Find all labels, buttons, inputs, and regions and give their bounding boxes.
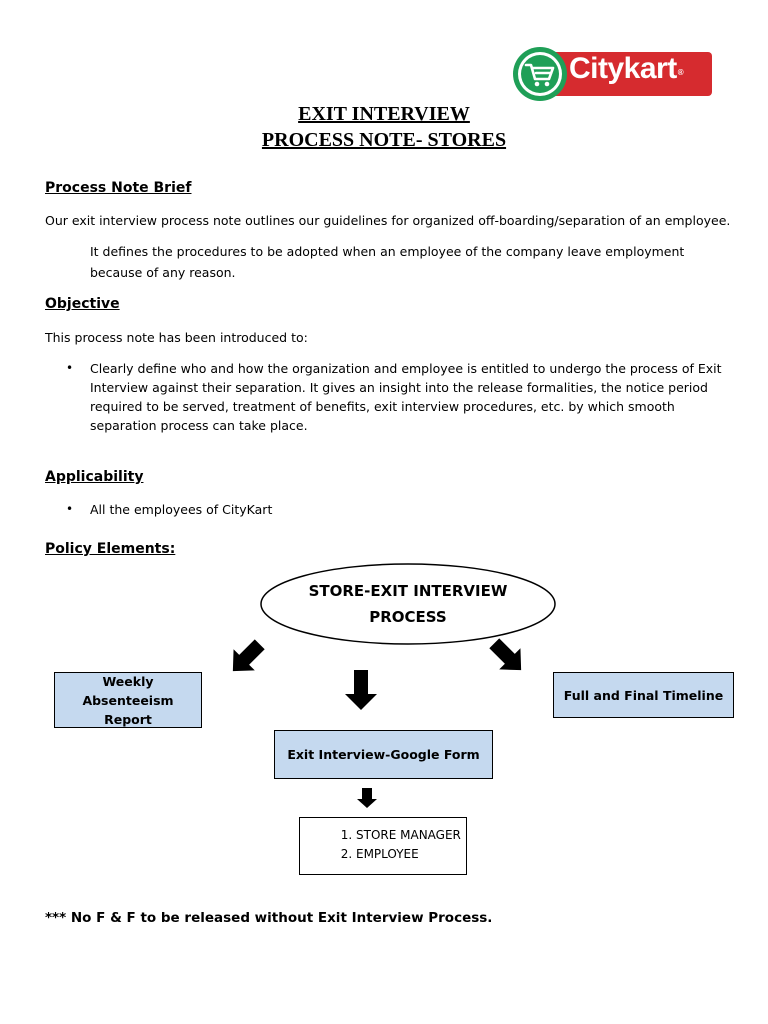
shopping-cart-icon bbox=[524, 63, 555, 81]
process-ellipse bbox=[260, 563, 556, 645]
ellipse-label-line2: PROCESS bbox=[369, 608, 447, 626]
list-item: STORE MANAGER bbox=[356, 826, 466, 845]
policy-heading: Policy Elements: bbox=[45, 541, 176, 557]
participants-list: STORE MANAGER EMPLOYEE bbox=[300, 818, 466, 864]
list-item: EMPLOYEE bbox=[356, 845, 466, 864]
weekly-absenteeism-box: Weekly Absenteeism Report bbox=[54, 672, 202, 728]
arrow-down-small-icon bbox=[357, 788, 377, 808]
logo-graphic bbox=[513, 47, 712, 101]
exit-interview-form-label: Exit Interview-Google Form bbox=[287, 747, 480, 762]
objective-bullet-dot: • bbox=[66, 361, 74, 375]
full-and-final-label: Full and Final Timeline bbox=[563, 687, 724, 703]
exit-interview-form-box: Exit Interview-Google Form bbox=[274, 730, 493, 779]
brief-line-1: Our exit interview process note outlines… bbox=[45, 213, 731, 228]
brief-line-2: It defines the procedures to be adopted … bbox=[90, 244, 685, 259]
document-title-line2: PROCESS NOTE- STORES bbox=[261, 129, 507, 151]
applicability-heading: Applicability bbox=[45, 469, 144, 485]
participants-box: STORE MANAGER EMPLOYEE bbox=[299, 817, 467, 875]
logo-wordmark: Citykart® bbox=[569, 52, 684, 85]
weekly-absenteeism-line2: Report bbox=[104, 711, 152, 727]
document-title-line1: EXIT INTERVIEW bbox=[298, 103, 470, 125]
arrow-left-icon bbox=[232, 639, 265, 672]
objective-intro: This process note has been introduced to… bbox=[45, 330, 308, 345]
applicability-bullet-dot: • bbox=[66, 502, 74, 516]
full-and-final-box: Full and Final Timeline bbox=[553, 672, 734, 718]
brief-line-3: because of any reason. bbox=[90, 265, 236, 280]
arrow-down-icon bbox=[345, 670, 377, 710]
objective-bullet-line-4: separation process can take place. bbox=[90, 418, 308, 433]
arrow-right-icon bbox=[489, 638, 522, 671]
ellipse-label-line1: STORE-EXIT INTERVIEW bbox=[308, 582, 508, 600]
applicability-bullet: All the employees of CityKart bbox=[90, 502, 273, 517]
objective-bullet-line-1: Clearly define who and how the organizat… bbox=[90, 361, 722, 376]
footer-note: *** No F & F to be released without Exit… bbox=[45, 910, 493, 926]
citykart-logo: Citykart® bbox=[512, 46, 712, 102]
brief-heading: Process Note Brief bbox=[45, 180, 192, 196]
objective-bullet-line-2: Interview against their separation. It g… bbox=[90, 380, 708, 395]
process-ellipse-label: STORE-EXIT INTERVIEW PROCESS bbox=[258, 578, 558, 630]
objective-bullet-line-3: required to be served, treatment of bene… bbox=[90, 399, 675, 414]
weekly-absenteeism-line1: Weekly Absenteeism bbox=[82, 673, 174, 708]
objective-heading: Objective bbox=[45, 296, 120, 312]
